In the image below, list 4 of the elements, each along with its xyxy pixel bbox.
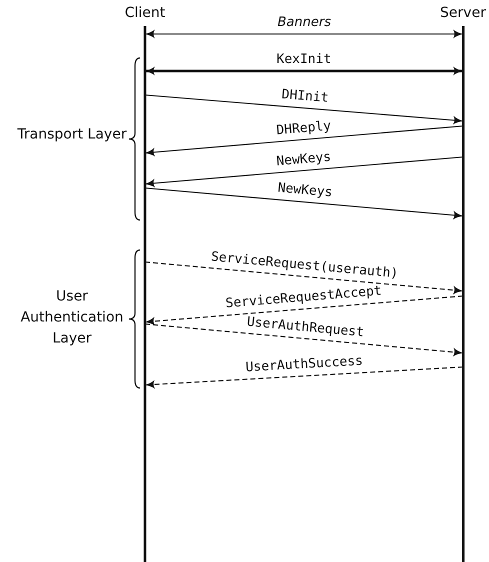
participant-lifeline: Server (440, 4, 486, 562)
participant-lifeline: Client (124, 4, 166, 562)
layer-label: User Authentication Layer (20, 288, 124, 348)
layer-label: Transport Layer (17, 126, 127, 144)
